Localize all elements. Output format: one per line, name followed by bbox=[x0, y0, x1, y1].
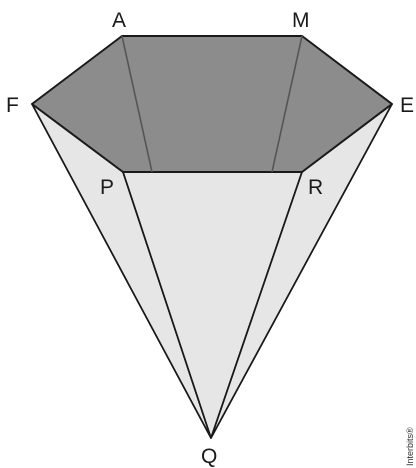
vertex-label-q: Q bbox=[201, 445, 217, 468]
vertex-label-e: E bbox=[400, 94, 414, 117]
inner-edge-m bbox=[271, 35, 303, 173]
vertex-label-a: A bbox=[112, 9, 126, 32]
vertex-label-p: P bbox=[100, 176, 114, 199]
edge-pq bbox=[122, 171, 212, 439]
edge-rq bbox=[210, 171, 303, 439]
vertex-label-f: F bbox=[6, 94, 19, 117]
edge-eq bbox=[210, 103, 393, 439]
inner-edge-a bbox=[121, 35, 153, 173]
watermark: Interbits® bbox=[405, 427, 415, 466]
vertex-label-m: M bbox=[292, 9, 310, 32]
edge-fq bbox=[31, 103, 212, 439]
vertex-label-r: R bbox=[308, 176, 323, 199]
